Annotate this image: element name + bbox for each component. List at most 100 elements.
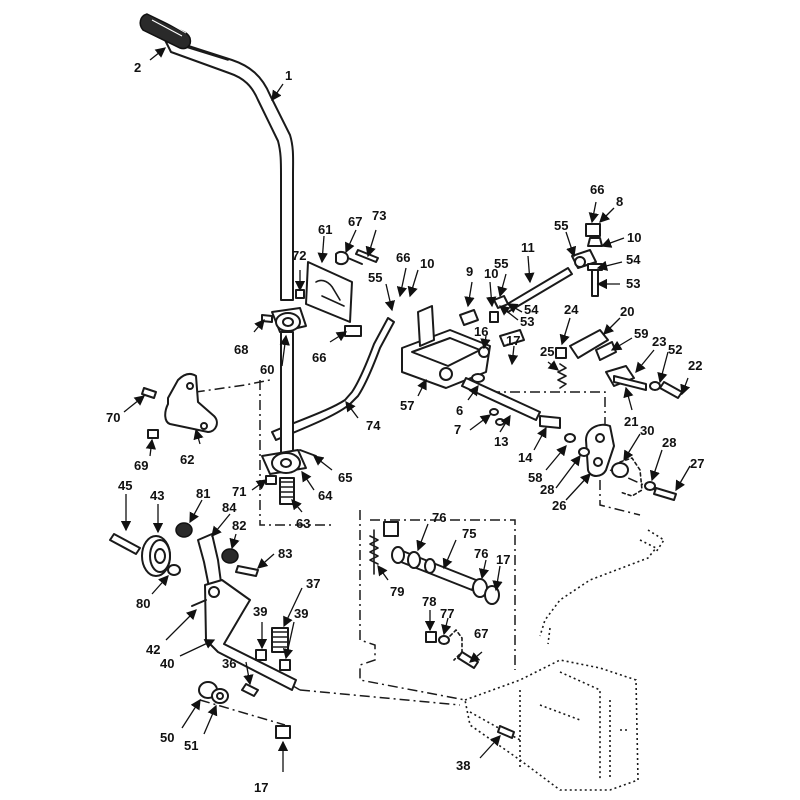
callout-label: 53 <box>520 314 534 329</box>
callout-label: 8 <box>616 194 623 209</box>
pivot-arm <box>564 423 677 501</box>
callout: 30 <box>623 423 654 462</box>
mounting-bracket <box>141 372 218 439</box>
callout-label: 10 <box>627 230 641 245</box>
callout-label: 27 <box>690 456 704 471</box>
callout: 77 <box>440 606 454 636</box>
callout-label: 39 <box>253 604 267 619</box>
callout-label: 58 <box>528 470 542 485</box>
callout-label: 75 <box>462 526 476 541</box>
callout-label: 30 <box>640 423 654 438</box>
linkage-rod <box>539 529 666 645</box>
wheel-washers <box>198 681 291 739</box>
callout: 45 <box>118 478 132 532</box>
callout: 22 <box>680 358 702 396</box>
callout-label: 7 <box>454 422 461 437</box>
callout: 55 <box>494 256 508 298</box>
callout: 73 <box>365 208 386 258</box>
callout: 36 <box>222 656 254 686</box>
callout-label: 55 <box>554 218 568 233</box>
callout-label: 39 <box>294 606 308 621</box>
callout: 69 <box>134 438 157 473</box>
callout: 21 <box>623 386 638 429</box>
callout-label: 14 <box>518 450 533 465</box>
callout: 43 <box>150 488 164 534</box>
callout-label: 11 <box>521 240 535 255</box>
callout: 1 <box>271 68 292 102</box>
callout-label: 40 <box>160 656 174 671</box>
callout-label: 6 <box>456 403 463 418</box>
callout: 39 <box>253 604 267 650</box>
callout-label: 79 <box>390 584 404 599</box>
callout-label: 84 <box>222 500 237 515</box>
callout: 84 <box>211 500 237 538</box>
callout: 67 <box>345 214 362 254</box>
callout-label: 24 <box>564 302 579 317</box>
callout: 79 <box>377 564 404 599</box>
lower-lever <box>191 579 297 697</box>
callout: 75 <box>442 526 476 570</box>
callout-label: 42 <box>146 642 160 657</box>
callout-label: 67 <box>348 214 362 229</box>
callout: 26 <box>552 473 591 513</box>
callout: 58 <box>528 445 567 485</box>
callout-label: 57 <box>400 398 414 413</box>
callout-label: 66 <box>396 250 410 265</box>
callout: 52 <box>657 342 682 384</box>
callout-label: 64 <box>318 488 333 503</box>
callout-label: 62 <box>180 452 194 467</box>
callout: 2 <box>134 47 167 75</box>
callout: 42 <box>146 609 197 657</box>
callout-label: 50 <box>160 730 174 745</box>
callout: 14 <box>518 426 547 465</box>
callout: 53 <box>596 276 640 291</box>
callout: 28 <box>649 435 676 482</box>
callout-label: 17 <box>254 780 268 795</box>
callout: 8 <box>599 194 623 223</box>
idler-pulley <box>109 533 181 577</box>
callout: 61 <box>317 222 332 264</box>
callout-label: 28 <box>662 435 676 450</box>
lower-fastener-set <box>425 629 479 669</box>
callout-label: 69 <box>134 458 148 473</box>
callout-label: 28 <box>540 482 554 497</box>
callout-label: 72 <box>292 248 306 263</box>
callout-label: 82 <box>232 518 246 533</box>
transmission-housing <box>464 659 639 791</box>
callout-label: 1 <box>285 68 292 83</box>
callout: 60 <box>260 334 290 377</box>
callout-label: 54 <box>626 252 641 267</box>
lower-pivot-assembly <box>261 331 317 505</box>
callout-label: 16 <box>474 324 488 339</box>
callout: 70 <box>106 395 146 425</box>
callout-label: 51 <box>184 738 198 753</box>
callout: 50 <box>160 698 201 745</box>
callout: 6 <box>456 384 479 418</box>
callout-label: 13 <box>494 434 508 449</box>
callout: 76 <box>416 510 446 552</box>
callout-label: 55 <box>494 256 508 271</box>
callout: 11 <box>521 240 535 284</box>
callout: 10 <box>484 266 498 308</box>
callout: 68 <box>234 319 265 357</box>
callout: 80 <box>136 575 169 611</box>
lever-grip <box>139 13 192 50</box>
callout: 74 <box>345 400 381 433</box>
callout: 59 <box>610 326 648 351</box>
callout: 39 <box>282 606 308 660</box>
callout: 54 <box>506 302 539 317</box>
callout-label: 63 <box>296 516 310 531</box>
callout-label: 26 <box>552 498 566 513</box>
callout-label: 17 <box>496 552 510 567</box>
callout: 78 <box>422 594 436 632</box>
callout: 38 <box>456 735 501 773</box>
callout: 64 <box>301 470 333 503</box>
callout-label: 76 <box>432 510 446 525</box>
callout: 54 <box>596 252 641 271</box>
callout-label: 53 <box>626 276 640 291</box>
callout-label: 10 <box>420 256 434 271</box>
shift-housing <box>401 305 525 389</box>
bracket-plate <box>305 249 379 323</box>
callout: 27 <box>675 456 704 492</box>
callout: 16 <box>474 324 491 350</box>
